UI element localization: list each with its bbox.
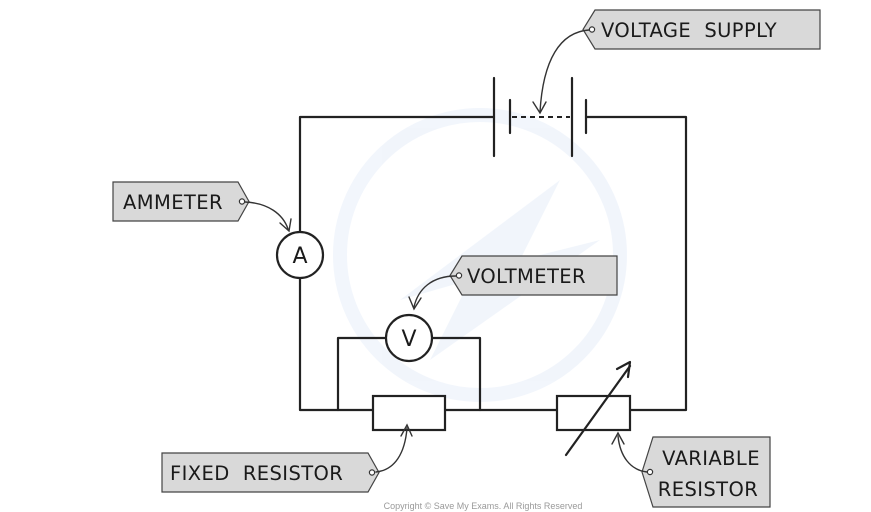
voltage-supply-pointer [539, 29, 590, 113]
variable-resistor-pointer [617, 435, 648, 473]
label-ammeter: AMMETER [112, 181, 250, 222]
circuit-wires [298, 115, 688, 412]
label-voltage-supply: VOLTAGE SUPPLY [582, 9, 821, 50]
ammeter-pointer [244, 201, 289, 230]
label-fixed-resistor: FIXED RESISTOR [161, 452, 380, 493]
voltmeter-text: VOLTMETER [467, 265, 586, 288]
ammeter-text: AMMETER [123, 191, 223, 214]
wire-voltmeter-branch-right [430, 336, 482, 412]
wire-left-lower [298, 276, 375, 412]
fixed-resistor-symbol [371, 394, 447, 432]
voltmeter-pointer [413, 275, 457, 308]
ammeter-letter: A [292, 244, 307, 269]
label-variable-resistor: VARIABLE RESISTOR [641, 436, 771, 508]
fixed-resistor-text: FIXED RESISTOR [170, 462, 343, 485]
wire-top-right [584, 115, 688, 412]
voltage-supply-text: VOLTAGE SUPPLY [601, 19, 777, 42]
wire-voltmeter-branch [336, 336, 388, 412]
voltmeter-letter: V [401, 327, 416, 352]
variable-resistor-text-line1: VARIABLE [662, 447, 760, 470]
voltmeter-symbol: V [384, 313, 434, 363]
copyright-text: Copyright © Save My Exams. All Rights Re… [384, 501, 583, 511]
ammeter-symbol: A [275, 230, 325, 280]
wire-top-left [298, 115, 496, 234]
variable-resistor-text-line2: RESISTOR [658, 478, 758, 501]
battery-symbol [492, 76, 588, 158]
fixed-resistor-pointer [375, 427, 408, 473]
label-voltmeter: VOLTMETER [449, 255, 618, 296]
variable-resistor-symbol [555, 360, 632, 457]
